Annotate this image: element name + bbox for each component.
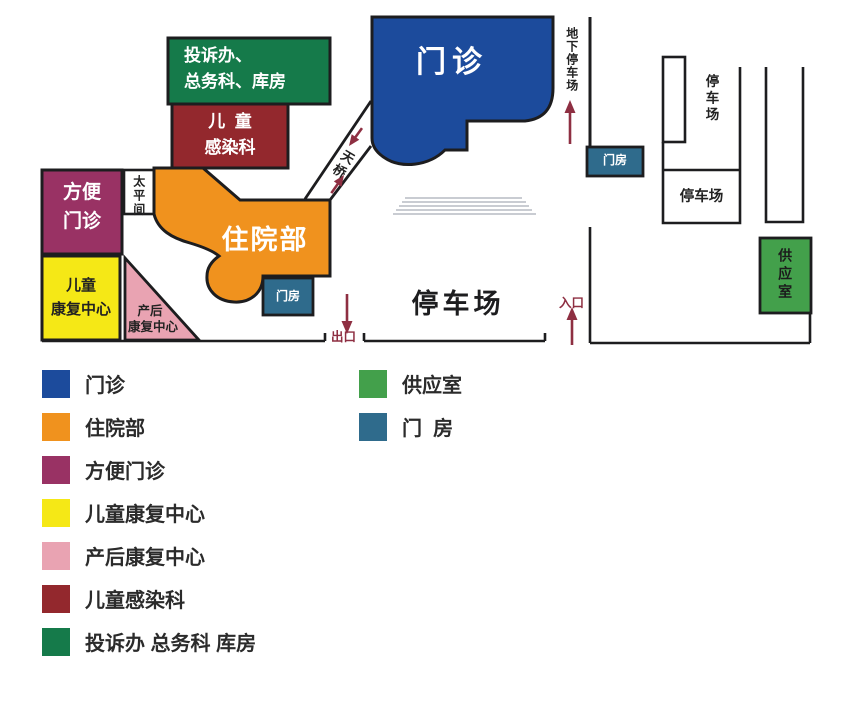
exit-arrow [341, 294, 353, 334]
north-parking-label: 停车场 [679, 189, 724, 205]
legend-label-outpatient: 门诊 [85, 375, 125, 397]
legend-item-admin: 投诉办 总务科 库房 [42, 627, 256, 656]
supply-room-label: 供应室 [777, 248, 794, 302]
gatehouse-west-label: 门房 [275, 289, 300, 303]
postpartum-rehab-shape [123, 254, 203, 342]
entrance-arrow [566, 307, 578, 345]
convenient-clinic-label-line2: 门诊 [62, 211, 101, 232]
legend-label-gatehouse: 门 房 [402, 418, 454, 440]
exit-label: 出口 [331, 330, 357, 344]
convenient-clinic-label-line1: 方便 [62, 182, 101, 203]
postpartum-label-line2: 康复中心 [127, 320, 178, 334]
inpatient-label: 住院部 [221, 225, 309, 255]
legend-label-children-rehab: 儿童康复中心 [85, 504, 205, 526]
admin-label-line2: 总务科、库房 [184, 72, 286, 91]
gatehouse-east-shape [585, 145, 645, 178]
children-rehab-label-line2: 康复中心 [50, 301, 111, 318]
footbridge-line-west [303, 100, 373, 200]
legend-item-children-rehab: 儿童康复中心 [42, 498, 205, 527]
legend-item-inpatient: 住院部 [42, 412, 145, 441]
legend-swatch-children-rehab [42, 498, 70, 527]
legend-item-convenient-clinic: 方便门诊 [42, 455, 165, 484]
legend-label-admin: 投诉办 总务科 库房 [85, 633, 257, 655]
legend-label-postpartum-rehab: 产后康复中心 [85, 547, 205, 569]
underground-parking-label: 地下停车场 [564, 27, 579, 92]
infection-label-line2: 感染科 [204, 138, 256, 157]
legend-label-inpatient: 住院部 [85, 418, 145, 440]
gatehouse-west-shape [261, 276, 315, 317]
legend-swatch-gatehouse [359, 412, 387, 441]
infection-label-line1: 儿 童 [208, 112, 252, 131]
north-parking-vertical-label: 停车场 [703, 74, 719, 124]
steps-hatch [393, 197, 536, 215]
postpartum-label-line1: 产后 [137, 304, 163, 318]
legend-swatch-infection [42, 584, 70, 613]
legend-item-supply-room: 供应室 [359, 369, 462, 398]
main-parking-label: 停车场 [411, 289, 505, 319]
gatehouse-east-label: 门房 [602, 153, 627, 167]
infection-building-shape [170, 102, 290, 170]
children-rehab-shape [40, 254, 122, 342]
entrance-label: 入口 [559, 296, 585, 310]
parking-strip-outline [661, 55, 687, 144]
admin-label-line1: 投诉办、 [184, 46, 252, 65]
legend-item-infection: 儿童感染科 [42, 584, 185, 613]
outpatient-building-shape [370, 15, 555, 166]
inpatient-building-shape [152, 166, 332, 304]
legend-swatch-convenient-clinic [42, 455, 70, 484]
south-boundary-middle [362, 333, 547, 343]
legend-label-supply-room: 供应室 [402, 375, 462, 397]
footbridge-up-arrow [330, 175, 344, 194]
legend-item-gatehouse: 门 房 [359, 412, 453, 441]
south-boundary-east [588, 227, 812, 345]
campus-map-canvas [40, 15, 813, 345]
morgue-label: 太平间 [131, 175, 146, 217]
legend-item-outpatient: 门诊 [42, 369, 125, 398]
legend-swatch-supply-room [359, 369, 387, 398]
east-lane-outline [764, 67, 805, 224]
footbridge-down-arrow [349, 127, 364, 146]
legend-item-postpartum-rehab: 产后康复中心 [42, 541, 205, 570]
morgue-building-shape [122, 168, 156, 216]
legend-swatch-inpatient [42, 412, 70, 441]
legend-label-convenient-clinic: 方便门诊 [85, 461, 165, 483]
north-parking-outline [661, 67, 742, 225]
footbridge-line-east [328, 145, 373, 201]
underground-parking-arrow [564, 100, 576, 144]
convenient-clinic-shape [40, 168, 124, 256]
children-rehab-label-line1: 儿童 [65, 277, 96, 294]
outpatient-label: 门诊 [416, 46, 488, 79]
legend-label-infection: 儿童感染科 [85, 590, 185, 612]
legend-swatch-admin [42, 627, 70, 656]
supply-room-shape [758, 236, 813, 315]
legend-swatch-outpatient [42, 369, 70, 398]
legend-swatch-postpartum-rehab [42, 541, 70, 570]
